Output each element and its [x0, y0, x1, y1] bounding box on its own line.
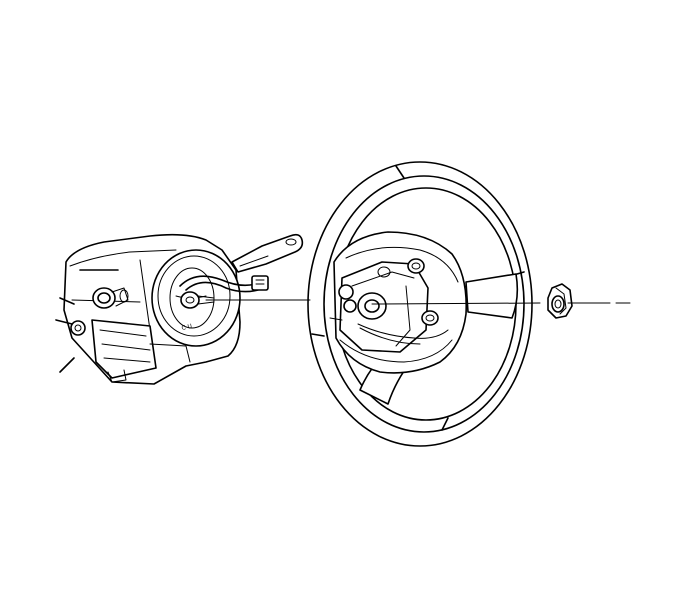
steering-column-housing-icon: C U — [55, 233, 304, 385]
clockspring-mark-label: C U — [181, 323, 193, 332]
steering-wheel-hub — [357, 292, 387, 320]
hex-nut-icon — [547, 283, 573, 319]
assembly-axis-line — [205, 299, 631, 305]
multifunction-lever — [231, 233, 304, 273]
wiring-harness — [175, 275, 269, 299]
steering-shaft — [180, 291, 215, 309]
housing-bolt — [92, 287, 129, 309]
